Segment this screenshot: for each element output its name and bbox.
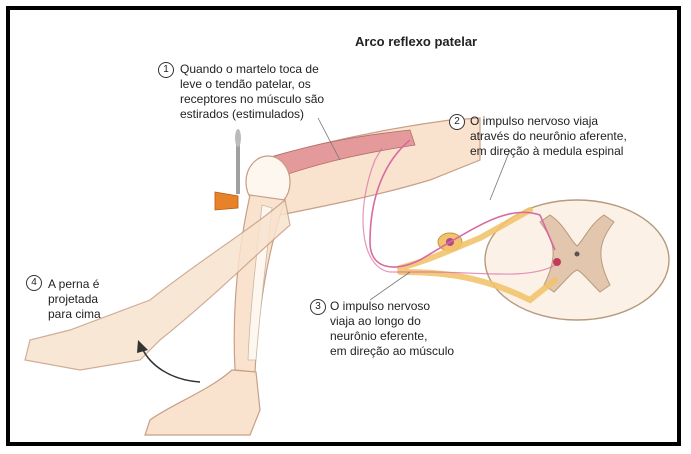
- efferent-cell-body: [553, 258, 561, 266]
- movement-arrow: [142, 348, 200, 382]
- step-1-label: Quando o martelo toca de leve o tendão p…: [180, 62, 324, 122]
- step-2-number: 2: [449, 114, 465, 130]
- pointer-3: [370, 272, 410, 300]
- step-1-number: 1: [158, 62, 174, 78]
- step-2-label: O impulso nervoso viaja através do neurô…: [470, 114, 627, 159]
- step-4-number: 4: [26, 275, 42, 291]
- step-2-text: O impulso nervoso viaja através do neurô…: [470, 114, 627, 159]
- reflex-arc-illustration: [10, 10, 677, 442]
- step-3-label: O impulso nervoso viaja ao longo do neur…: [330, 299, 454, 359]
- step-3-text: O impulso nervoso viaja ao longo do neur…: [330, 299, 454, 359]
- step-3-number: 3: [310, 299, 326, 315]
- hammer-tip: [235, 129, 241, 147]
- step-4-text: A perna é projetada para cima: [48, 277, 101, 322]
- central-canal: [575, 252, 580, 257]
- step-1-text: Quando o martelo toca de leve o tendão p…: [180, 62, 324, 122]
- hammer-head: [215, 192, 238, 210]
- diagram-title: Arco reflexo patelar: [355, 34, 477, 49]
- diagram-frame: Arco reflexo patelar 1 Quando o martelo …: [6, 6, 681, 446]
- foot: [145, 370, 260, 435]
- step-4-label: A perna é projetada para cima: [48, 277, 101, 322]
